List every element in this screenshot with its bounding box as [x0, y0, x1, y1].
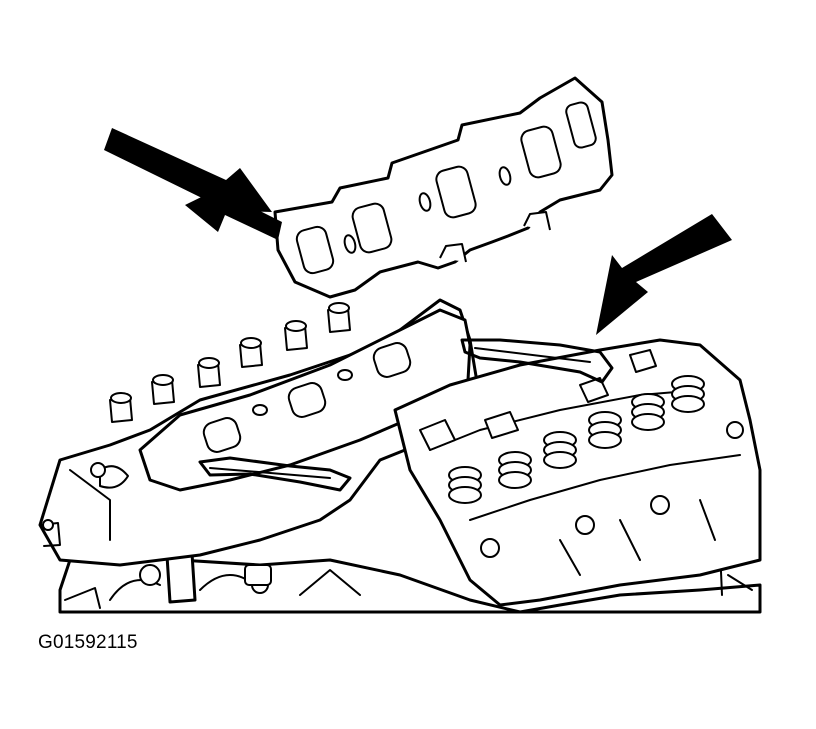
arrow-icon — [596, 214, 732, 335]
intake-manifold-gasket — [273, 76, 614, 299]
head-bolts — [480, 421, 744, 558]
end-seal — [460, 338, 614, 384]
valve-springs — [448, 375, 705, 504]
arrow-icon — [104, 128, 272, 212]
lower-gasket — [138, 308, 472, 492]
left-rocker-arms — [109, 302, 351, 423]
right-cylinder-head — [393, 338, 762, 607]
engine-block — [58, 520, 762, 614]
arrow-icon — [185, 180, 282, 240]
rocker-arms-right — [419, 349, 657, 451]
figure-code: G01592115 — [38, 632, 138, 653]
